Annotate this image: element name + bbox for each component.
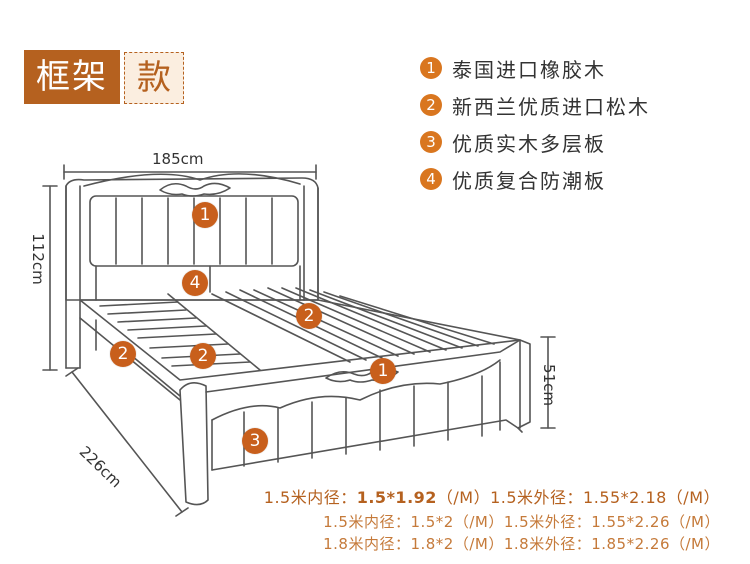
legend-item-4: 4 优质复合防潮板	[420, 165, 650, 193]
spec-inner-value: 1.5*1.92	[356, 488, 437, 507]
legend-label: 泰国进口橡胶木	[452, 57, 606, 82]
legend-item-3: 3 优质实木多层板	[420, 128, 650, 156]
spec-inner-label: 1.5米内径：	[263, 488, 357, 507]
dimension-headboard-height-label: 112cm	[28, 233, 47, 285]
dimension-bed-height-label: 51cm	[539, 364, 558, 406]
marker-rubberwood-footboard: 1	[370, 358, 396, 384]
marker-pine-side-rail: 2	[110, 341, 136, 367]
legend-number-badge: 2	[420, 94, 442, 116]
material-legend: 1 泰国进口橡胶木 2 新西兰优质进口松木 3 优质实木多层板 4 优质复合防潮…	[420, 54, 650, 202]
spec-outer-text: （/M）1.5米外径：1.55*2.18（/M）	[436, 488, 720, 507]
legend-label: 优质实木多层板	[452, 131, 606, 156]
legend-number-badge: 1	[420, 57, 442, 79]
legend-number-badge: 3	[420, 131, 442, 153]
title-badge: 框架 款	[24, 50, 184, 104]
spec-line-3: 1.8米内径：1.8*2（/M）1.8米外径：1.85*2.26（/M）	[323, 535, 720, 553]
marker-pine-slats-left: 2	[190, 343, 216, 369]
marker-rubberwood-headboard: 1	[192, 202, 218, 228]
spec-line-1: 1.5米内径：1.5*1.92（/M）1.5米外径：1.55*2.18（/M）	[264, 484, 720, 508]
legend-item-1: 1 泰国进口橡胶木	[420, 54, 650, 82]
legend-label: 优质复合防潮板	[452, 168, 606, 193]
marker-composite-board: 4	[182, 270, 208, 296]
dimension-width-label: 185cm	[152, 150, 204, 168]
legend-number-badge: 4	[420, 168, 442, 190]
spec-line-2: 1.5米内径：1.5*2（/M）1.5米外径：1.55*2.26（/M）	[323, 513, 720, 531]
marker-multilayer-board: 3	[242, 428, 268, 454]
title-frame-text: 框架	[24, 50, 120, 104]
legend-label: 新西兰优质进口松木	[452, 94, 650, 119]
marker-pine-slats: 2	[296, 303, 322, 329]
legend-item-2: 2 新西兰优质进口松木	[420, 91, 650, 119]
title-style-text: 款	[124, 52, 184, 104]
